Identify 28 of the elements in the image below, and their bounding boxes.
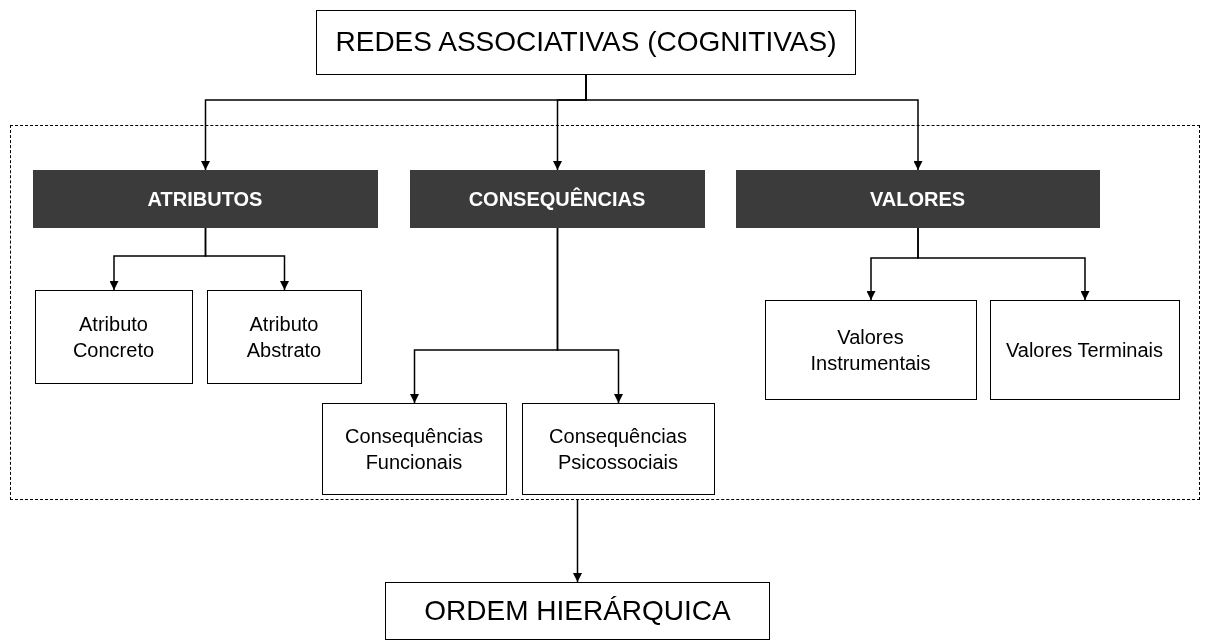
connector-arrow (573, 499, 582, 583)
dashed-group-box (10, 125, 1200, 500)
concept-box (206, 289, 362, 384)
box-label: Atributo Concreto (71, 311, 156, 363)
concept-box (764, 299, 977, 400)
box-label: ORDEM HIERÁRQUICA (424, 593, 731, 628)
box-label: REDES ASSOCIATIVAS (COGNITIVAS) (335, 25, 837, 60)
connector-arrow (917, 227, 1090, 301)
box-label: VALORES (869, 186, 966, 212)
concept-box (521, 402, 715, 495)
box-label: Valores Terminais (1005, 337, 1164, 363)
category-box (409, 169, 705, 228)
box-label: Consequências Funcionais (344, 423, 484, 475)
connector-arrow (556, 227, 623, 404)
box-label: Valores Instrumentais (809, 324, 932, 376)
concept-box (989, 299, 1180, 400)
category-box (32, 169, 378, 228)
concept-box (321, 402, 507, 495)
concept-box (316, 10, 856, 75)
box-label: ATRIBUTOS (147, 186, 263, 212)
concept-box (385, 582, 770, 640)
box-label: Consequências Psicossociais (548, 423, 688, 475)
concept-box (34, 289, 193, 384)
box-label: CONSEQUÊNCIAS (468, 186, 646, 212)
connector-arrow (585, 74, 923, 171)
box-label: Atributo Abstrato (245, 311, 323, 363)
category-box (735, 169, 1100, 228)
connector-arrow (204, 227, 289, 291)
